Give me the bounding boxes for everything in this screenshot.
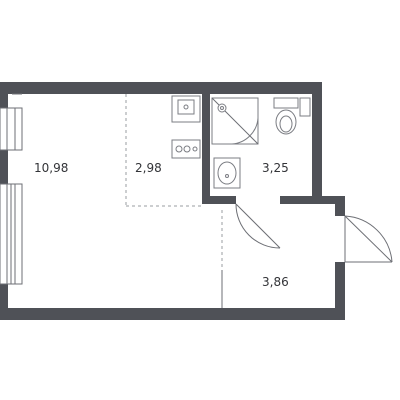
right-wall-lower bbox=[335, 262, 345, 320]
window-lower bbox=[0, 183, 23, 285]
top-wall bbox=[0, 82, 322, 94]
outer-walls bbox=[0, 82, 345, 320]
bathroom-walls bbox=[202, 94, 320, 204]
kitchen-sink bbox=[171, 95, 201, 123]
left-wall-top bbox=[0, 82, 8, 108]
left-wall-bottom bbox=[0, 284, 8, 320]
bathroom-door bbox=[235, 203, 281, 249]
bathroom-sink bbox=[213, 157, 241, 189]
bathroom-left-wall bbox=[202, 94, 210, 202]
living-room-area-label: 10,98 bbox=[34, 161, 68, 175]
kitchen-stove bbox=[171, 139, 201, 159]
bathroom-bottom-wall-left bbox=[202, 196, 236, 204]
entry-jamb bbox=[335, 196, 345, 216]
bathroom-bottom-wall-right bbox=[280, 196, 320, 204]
entrance-door bbox=[344, 215, 393, 263]
windows bbox=[0, 93, 23, 285]
bottom-wall bbox=[0, 308, 345, 320]
kitchen-area-label: 2,98 bbox=[135, 161, 162, 175]
hallway-area-label: 3,86 bbox=[262, 275, 289, 289]
left-wall-mid bbox=[0, 150, 8, 184]
window-upper bbox=[0, 107, 23, 151]
shower-cabin bbox=[211, 97, 259, 145]
entry-wall-stub bbox=[312, 196, 345, 204]
toilet bbox=[273, 97, 299, 135]
right-wall-upper bbox=[312, 82, 322, 202]
bathroom-area-label: 3,25 bbox=[262, 161, 289, 175]
zone-lines bbox=[125, 94, 223, 308]
bathroom-shelf bbox=[299, 97, 311, 117]
